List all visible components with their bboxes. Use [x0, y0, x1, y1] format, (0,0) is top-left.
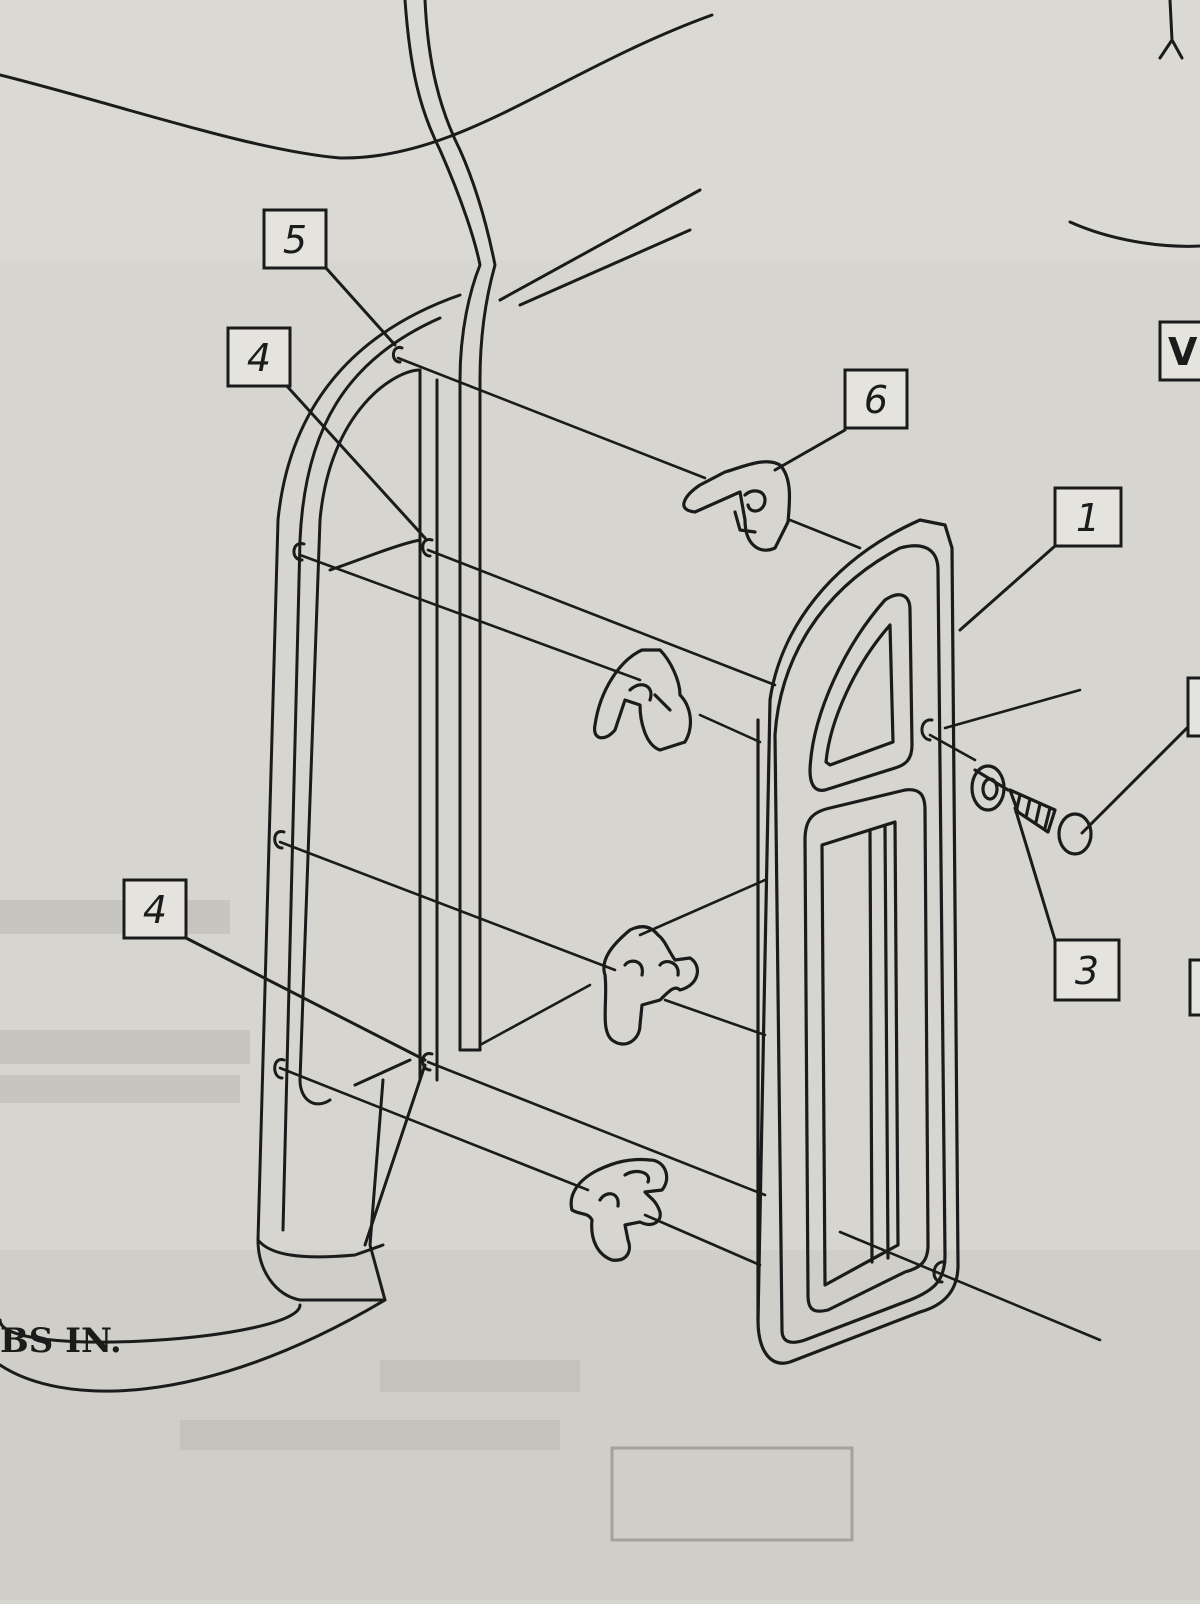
callout-4-lower-label: 4: [143, 888, 167, 932]
callout-4-lower: 4: [122, 878, 188, 940]
retainer-clips: [569, 460, 792, 1262]
callout-V-label: V: [1168, 330, 1198, 374]
callout-3-label: 3: [1075, 949, 1099, 993]
washer-and-screw: [970, 764, 1093, 856]
callout-4-upper: 4: [226, 326, 292, 388]
callout-5: 5: [262, 208, 328, 270]
hole-5: [392, 345, 404, 364]
hole-left-3: [273, 1058, 286, 1080]
bleed-text-3: [0, 1075, 240, 1103]
callout-1-label: 1: [1076, 496, 1100, 540]
callout-2-partial-box: [1186, 676, 1200, 738]
callout-4-upper-label: 4: [247, 336, 271, 380]
caption-text: BS IN.: [0, 1321, 122, 1361]
clip-lower: [569, 1157, 669, 1262]
hole-left-2: [273, 830, 286, 850]
hole-left-1: [292, 542, 306, 562]
clip-middle: [602, 925, 699, 1046]
callout-V-partial: V: [1158, 320, 1200, 382]
callout-edge-partial-box: [1188, 958, 1200, 1017]
bleed-box: [610, 1446, 854, 1542]
callout-leaders: [184, 266, 1200, 1247]
frame-holes: [920, 718, 947, 1284]
frame-hole-lower: [932, 1260, 947, 1284]
callout-6-label: 6: [864, 378, 888, 422]
bleed-text-4: [380, 1360, 580, 1392]
body-outline: [0, 0, 1200, 1052]
callout-6: 6: [843, 368, 909, 430]
callout-5-label: 5: [283, 218, 307, 262]
bleed-text-5: [180, 1420, 560, 1450]
callout-1: 1: [1053, 486, 1123, 548]
clip-upper: [592, 648, 693, 752]
frame-hole-upper: [920, 718, 934, 742]
screw-part-2: [1008, 788, 1093, 856]
bleed-text-1: [0, 900, 230, 934]
callout-3: 3: [1053, 938, 1121, 1002]
callouts: 5 4 6 1 4 3 V: [122, 208, 1200, 1017]
inner-door-panel: [0, 293, 462, 1393]
door-frame-part-1: [756, 518, 960, 1365]
clip-6: [682, 460, 792, 552]
hole-4-upper: [421, 538, 434, 558]
bleed-text-2: [0, 1030, 250, 1064]
leader-lines: [278, 356, 1102, 1342]
